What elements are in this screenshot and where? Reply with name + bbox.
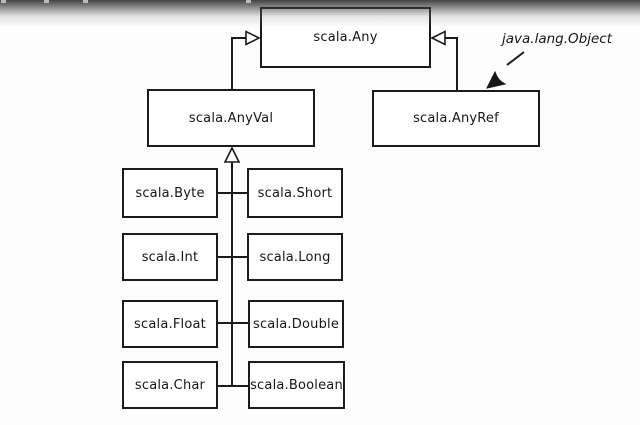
inheritance-arrowhead-left-icon bbox=[245, 30, 261, 46]
node-label: scala.Boolean bbox=[250, 377, 343, 393]
node-scala-long: scala.Long bbox=[247, 233, 343, 281]
inheritance-arrowhead-anyval-icon bbox=[223, 146, 241, 163]
node-label: scala.Long bbox=[259, 249, 331, 265]
inheritance-arrowhead-right-icon bbox=[430, 30, 446, 46]
node-scala-char: scala.Char bbox=[122, 361, 218, 409]
node-label: scala.Char bbox=[134, 377, 206, 393]
node-label: scala.Float bbox=[134, 316, 206, 332]
edge-anyref-to-any bbox=[445, 37, 458, 90]
annotation-arrowhead-icon bbox=[486, 70, 507, 89]
node-label: scala.Any bbox=[313, 30, 378, 45]
node-label: scala.Int bbox=[141, 249, 199, 265]
node-scala-anyref: scala.AnyRef bbox=[372, 90, 540, 147]
node-scala-boolean: scala.Boolean bbox=[248, 361, 345, 409]
node-label: scala.Byte bbox=[135, 185, 205, 201]
node-scala-any: scala.Any bbox=[260, 7, 431, 68]
node-label: scala.Double bbox=[252, 316, 340, 332]
node-scala-anyval: scala.AnyVal bbox=[147, 89, 315, 147]
edge-anyval-to-any bbox=[231, 37, 246, 89]
node-scala-byte: scala.Byte bbox=[122, 168, 218, 218]
node-label: scala.Short bbox=[257, 185, 333, 201]
java-lang-object-annotation: java.lang.Object bbox=[502, 31, 612, 47]
node-scala-double: scala.Double bbox=[248, 300, 344, 348]
node-label: scala.AnyVal bbox=[188, 110, 274, 126]
node-scala-float: scala.Float bbox=[122, 300, 218, 348]
node-scala-short: scala.Short bbox=[247, 168, 343, 218]
annotation-pointer-line bbox=[506, 51, 525, 66]
node-label: scala.AnyRef bbox=[413, 111, 499, 126]
node-scala-int: scala.Int bbox=[122, 233, 218, 281]
